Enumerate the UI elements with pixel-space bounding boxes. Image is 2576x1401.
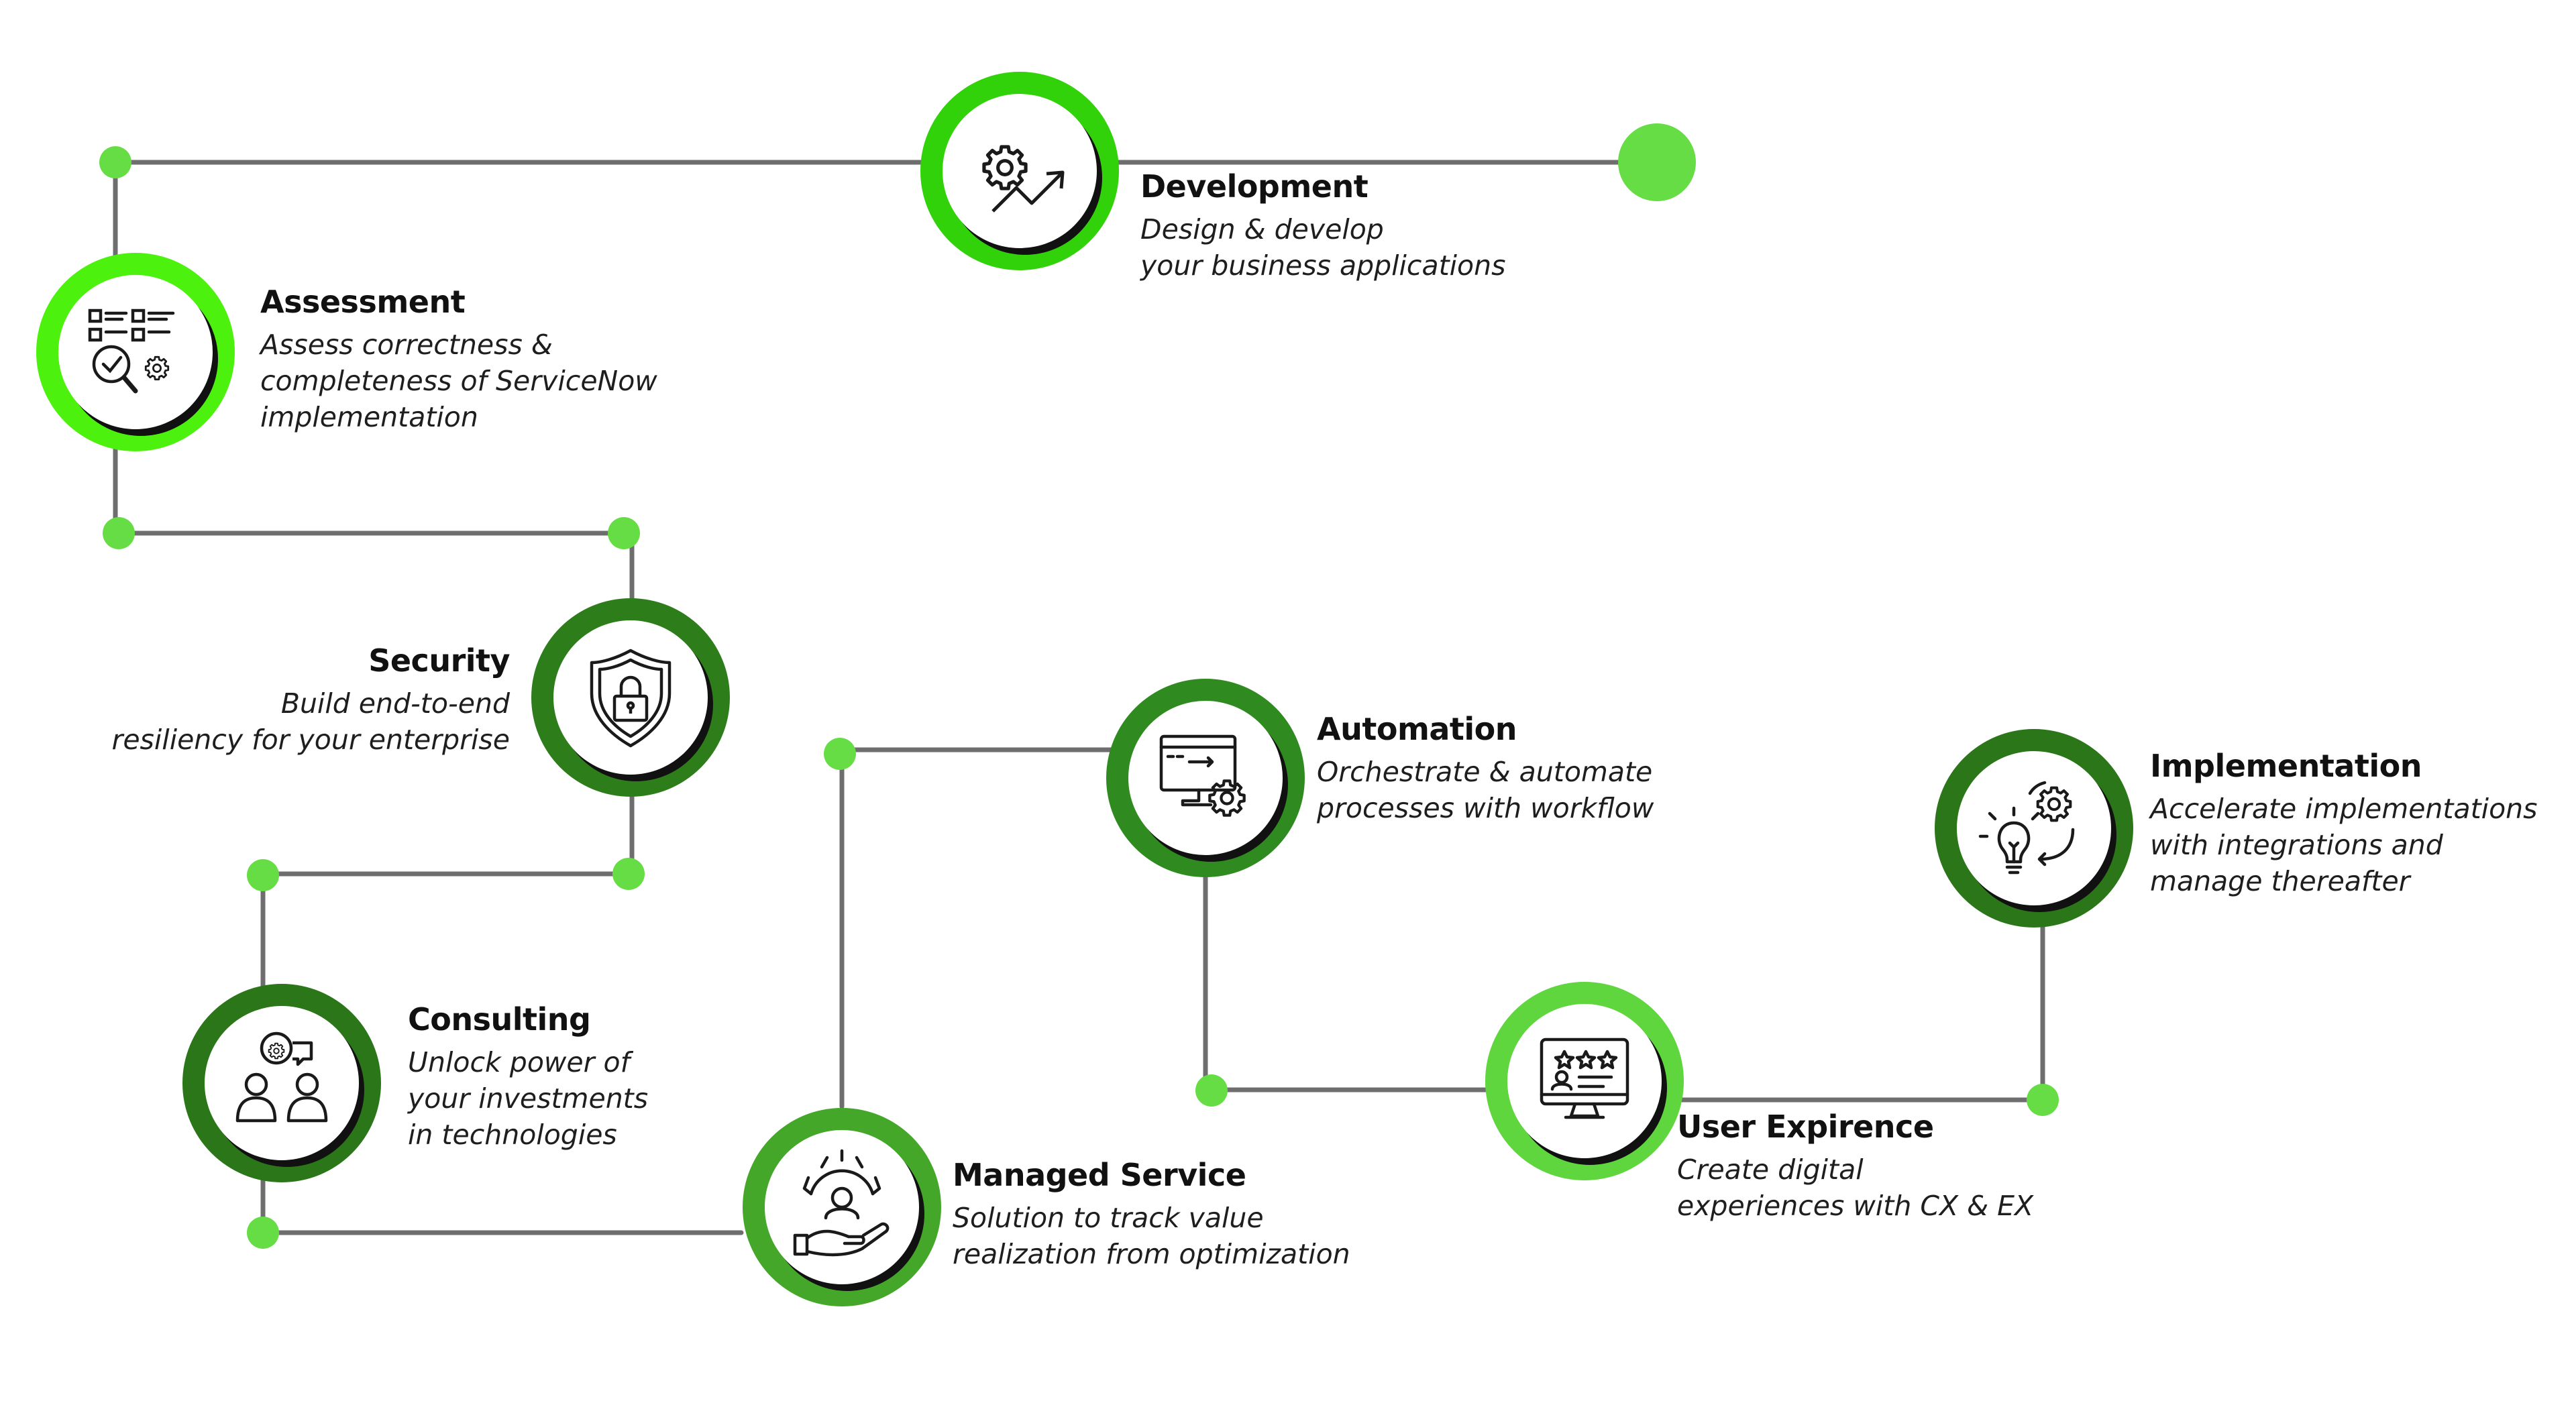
hand-gear-person-icon: [793, 1149, 890, 1257]
junction-dot: [608, 517, 640, 549]
junction-dots: [99, 123, 2059, 1249]
user-experience-text: User Expirence Create digital experience…: [1677, 1107, 2033, 1224]
junction-dot: [612, 858, 645, 890]
managed-service-title: Managed Service: [953, 1157, 1246, 1193]
managed-service-text: Managed Service Solution to track value …: [953, 1155, 1350, 1272]
description-line: Unlock power of: [408, 1046, 631, 1078]
description-line: implementation: [260, 400, 478, 433]
connector-assessment-security: [113, 447, 635, 610]
description-line: completeness of ServiceNow: [260, 364, 657, 397]
description-line: your business applications: [1140, 249, 1506, 282]
implementation-description: Accelerate implementations with integrat…: [2150, 791, 2538, 899]
security-text: Security Build end-to-end resiliency for…: [111, 640, 510, 758]
end-dot: [1618, 123, 1696, 201]
assessment-text: Assessment Assess correctness & complete…: [260, 282, 657, 435]
assessment-node: [36, 253, 235, 451]
development-description: Design & develop your business applicati…: [1140, 211, 1505, 284]
connector-consulting-managed-service: [260, 1174, 744, 1235]
automation-text: Automation Orchestrate & automate proces…: [1317, 709, 1654, 826]
description-line: realization from optimization: [953, 1237, 1350, 1270]
managed-service-description: Solution to track value realization from…: [953, 1200, 1350, 1272]
connector-managed-service-automation: [839, 747, 1118, 1109]
gear-growth-arrow-icon: [984, 147, 1065, 213]
monitor-gear-icon: [1159, 734, 1244, 816]
description-line: manage thereafter: [2150, 864, 2410, 897]
description-line: Orchestrate & automate: [1317, 755, 1653, 788]
user-experience-description: Create digital experiences with CX & EX: [1677, 1152, 2033, 1224]
connector-automation-user-experience: [1203, 873, 1499, 1092]
user-experience-title: User Expirence: [1677, 1109, 1934, 1145]
junction-dot: [247, 859, 279, 891]
assessment-description: Assess correctness & completeness of Ser…: [260, 327, 657, 435]
automation-description: Orchestrate & automate processes with wo…: [1317, 754, 1654, 826]
checklist-magnifier-gear-icon: [88, 309, 175, 394]
connector-user-experience-implementation: [1674, 919, 2045, 1103]
automation-title: Automation: [1317, 711, 1517, 747]
lightbulb-gear-cycle-icon: [1978, 781, 2075, 875]
assessment-title: Assessment: [260, 284, 466, 320]
description-line: resiliency for your enterprise: [111, 723, 510, 756]
security-description: Build end-to-end resiliency for your ent…: [111, 685, 510, 758]
development-node: [920, 72, 1119, 270]
description-line: Assess correctness &: [260, 328, 553, 361]
description-line: with integrations and: [2150, 828, 2443, 861]
junction-dot: [2027, 1084, 2059, 1116]
security-node: [531, 598, 730, 797]
description-line: Create digital: [1677, 1153, 1864, 1186]
implementation-title: Implementation: [2150, 748, 2422, 784]
junction-dot: [1195, 1074, 1228, 1107]
people-discussion-icon: [235, 1031, 328, 1123]
connector-security-consulting: [260, 789, 635, 992]
description-line: Accelerate implementations: [2150, 792, 2538, 825]
consulting-node: [182, 984, 381, 1182]
implementation-text: Implementation Accelerate implementation…: [2150, 746, 2538, 899]
description-line: in technologies: [408, 1118, 617, 1151]
shield-lock-icon: [590, 649, 672, 748]
development-title: Development: [1140, 168, 1368, 205]
automation-node: [1106, 679, 1305, 877]
security-title: Security: [368, 642, 510, 679]
description-line: Solution to track value: [953, 1201, 1264, 1234]
development-text: Development Design & develop your busine…: [1140, 166, 1505, 284]
consulting-text: Consulting Unlock power of your investme…: [408, 999, 648, 1153]
junction-dot: [824, 738, 856, 770]
description-line: your investments: [408, 1082, 649, 1115]
junction-dot: [103, 517, 135, 549]
implementation-node: [1935, 729, 2133, 928]
description-line: Design & develop: [1140, 213, 1384, 245]
user-experience-node: [1485, 982, 1684, 1180]
managed-service-node: [743, 1108, 941, 1306]
description-line: Build end-to-end: [280, 687, 510, 720]
junction-dot: [247, 1217, 279, 1249]
description-line: experiences with CX & EX: [1677, 1189, 2034, 1222]
description-line: processes with workflow: [1317, 791, 1654, 824]
consulting-title: Consulting: [408, 1001, 591, 1038]
monitor-rating-user-icon: [1540, 1038, 1629, 1119]
junction-dot: [99, 146, 131, 178]
consulting-description: Unlock power of your investments in tech…: [408, 1044, 648, 1153]
